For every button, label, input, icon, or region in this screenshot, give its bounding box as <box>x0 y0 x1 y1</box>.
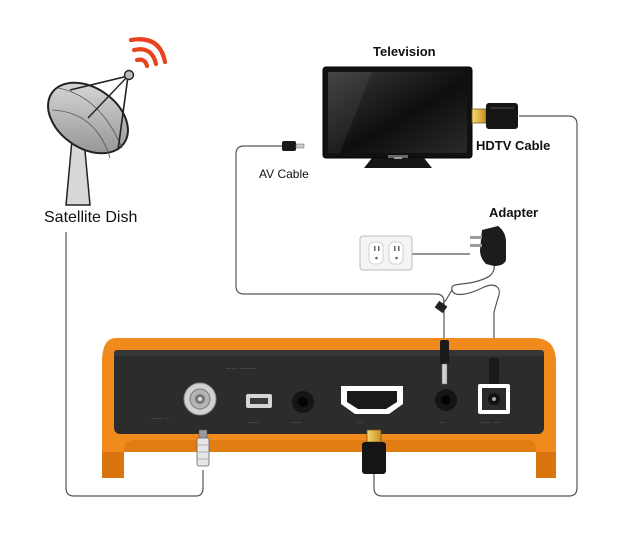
satellite-dish-label: Satellite Dish <box>44 209 138 226</box>
rf-port-label-mark: ── ─ <box>151 416 170 423</box>
power-adapter-icon <box>434 226 506 314</box>
rf-port <box>183 382 217 416</box>
usb-port-label-mark: ── <box>248 420 259 427</box>
av-plug-icon <box>282 141 305 151</box>
av-box-plug <box>440 340 449 385</box>
hdtv-cable-label: HDTV Cable <box>476 138 551 153</box>
hdmi-port <box>341 386 403 414</box>
television-label: Television <box>373 44 436 59</box>
rf-plug <box>196 429 210 467</box>
av-jack <box>435 389 457 411</box>
hdmi-box-plug <box>362 429 386 474</box>
audio-jack <box>292 391 314 413</box>
wall-outlet-icon <box>359 235 413 271</box>
dish-cable <box>65 232 204 497</box>
receiver-box-icon <box>102 338 556 478</box>
hdmi-cable <box>373 115 578 497</box>
dc-jack <box>478 384 510 414</box>
signal-waves-icon <box>128 37 168 69</box>
av-cable <box>235 145 445 340</box>
adapter-label: Adapter <box>489 205 539 220</box>
dc-port-label-mark: ── ─ <box>481 420 500 427</box>
av-cable-label: AV Cable <box>259 167 309 181</box>
television-icon <box>322 66 473 168</box>
dc-box-plug <box>489 358 499 384</box>
usb-port <box>246 394 272 408</box>
audio-port-label-mark: ── <box>291 420 302 427</box>
cables <box>65 115 578 497</box>
hdmi-plug-icon <box>471 103 518 129</box>
satellite-dish-icon <box>47 69 135 206</box>
top-label-mark: ── ─── <box>226 366 256 373</box>
hdmi-port-label-mark: ─ <box>358 420 364 427</box>
av-port-label-mark: ─ <box>440 420 446 427</box>
